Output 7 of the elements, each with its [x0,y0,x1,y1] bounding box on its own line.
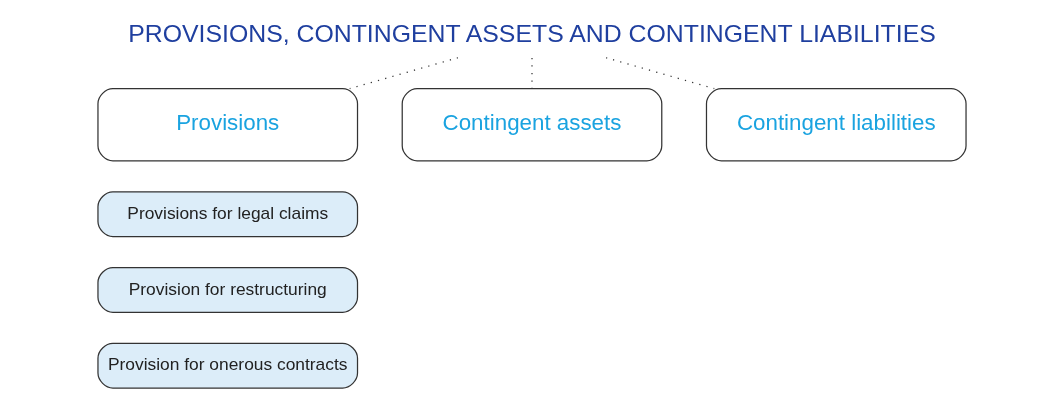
node-box: Contingent assets [401,88,663,162]
node-box: Contingent liabilities [705,88,967,162]
node-box: Provisions for legal claims [97,191,359,238]
node-box: Provisions [97,88,359,162]
node-box: Provision for onerous contracts [97,342,359,389]
node-text: PROVISIONS, CONTINGENT ASSETS AND CONTINGENT LIABILITIES [128,19,936,47]
node-box: Provision for restructuring [97,266,359,313]
